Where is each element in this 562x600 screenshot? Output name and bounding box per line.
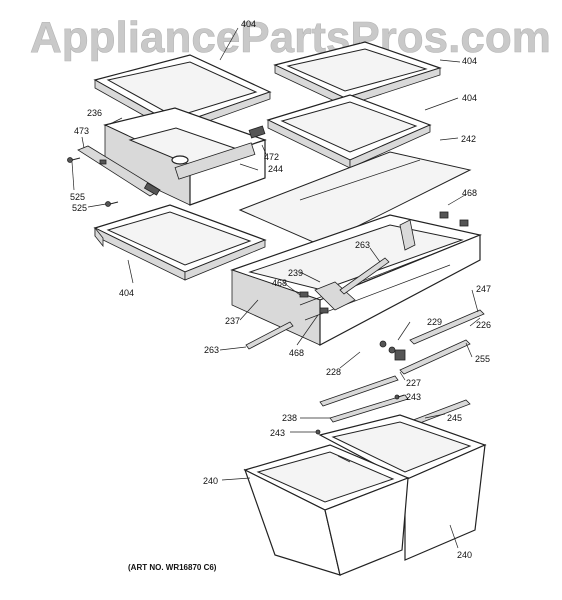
callout-468-right: 468: [462, 188, 477, 198]
callout-263-left: 263: [204, 345, 219, 355]
callout-245: 245: [447, 413, 462, 423]
callout-525-b: 525: [72, 203, 87, 213]
right-slide-rail: [379, 309, 485, 375]
callout-472: 472: [264, 152, 279, 162]
callout-468-mid: 468: [272, 278, 287, 288]
callout-263-top: 263: [355, 240, 370, 250]
callout-404-top-left: 404: [241, 19, 256, 29]
callout-468-low: 468: [289, 348, 304, 358]
callout-247: 247: [476, 284, 491, 294]
callout-228: 228: [326, 367, 341, 377]
callout-labels: 404 404 404 236 473 472 244 242 468 525 …: [70, 19, 491, 560]
callout-236: 236: [87, 108, 102, 118]
callout-237: 237: [225, 316, 240, 326]
callout-404-top-right: 404: [462, 56, 477, 66]
callout-240-bottom: 240: [457, 550, 472, 560]
leader-lines: [71, 27, 481, 549]
callout-238: 238: [282, 413, 297, 423]
callout-255: 255: [475, 354, 490, 364]
crisper-drawer-front: [243, 444, 410, 576]
art-number: (ART NO. WR16870 C6): [128, 563, 217, 572]
callout-404-mid-right: 404: [462, 93, 477, 103]
glass-shelf-top-right: [273, 41, 442, 107]
callout-239: 239: [288, 268, 303, 278]
drawer-rail: [77, 145, 161, 197]
callout-227: 227: [406, 378, 421, 388]
glass-shelf-mid-right: [266, 94, 432, 169]
callout-243-a: 243: [406, 392, 421, 402]
crisper-drawer-back: [318, 414, 487, 561]
callout-404-lower-left: 404: [119, 288, 134, 298]
screws: [67, 157, 119, 207]
glass-panel: [238, 151, 472, 246]
deli-drawer: [103, 107, 267, 206]
watermark-text: AppliancePartsPros.com: [30, 13, 551, 62]
side-rails: [245, 257, 390, 350]
callout-473: 473: [74, 126, 89, 136]
glass-shelf-lower-left: [93, 204, 267, 281]
callout-240-left: 240: [203, 476, 218, 486]
callout-243-b: 243: [270, 428, 285, 438]
callout-242: 242: [461, 134, 476, 144]
callout-244: 244: [268, 164, 283, 174]
callout-229: 229: [427, 317, 442, 327]
callout-525-a: 525: [70, 192, 85, 202]
callout-226: 226: [476, 320, 491, 330]
